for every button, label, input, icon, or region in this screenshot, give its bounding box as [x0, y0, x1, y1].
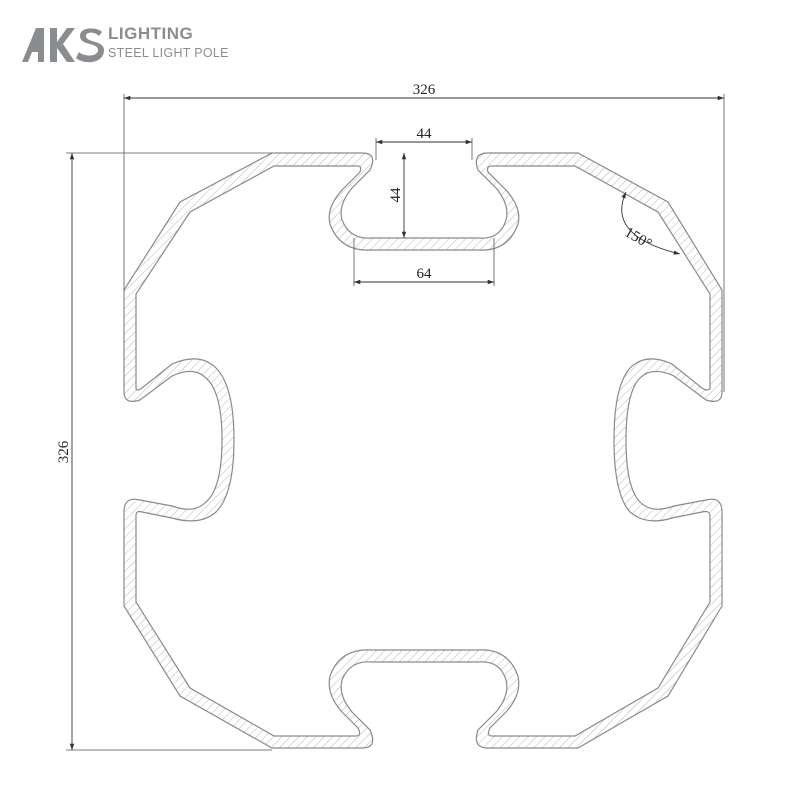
brand-title: LIGHTING	[108, 24, 194, 43]
slot-opening-label: 44	[417, 126, 433, 142]
chamfer-angle-label: 150°	[622, 224, 655, 252]
slot-depth-dimension: 44	[388, 153, 407, 238]
slot-bottom-dimension: 64	[353, 238, 495, 286]
slot-bottom-label: 64	[417, 266, 433, 282]
overall-width-label: 326	[413, 82, 436, 98]
overall-height-label: 326	[56, 440, 72, 463]
aks-logo	[22, 28, 104, 63]
slot-opening-dimension: 44	[375, 126, 473, 160]
brand-subtitle: STEEL LIGHT POLE	[108, 46, 229, 60]
overall-width-dimension: 326	[123, 82, 725, 392]
slot-depth-label: 44	[388, 187, 404, 203]
overall-height-dimension: 326	[56, 152, 272, 751]
